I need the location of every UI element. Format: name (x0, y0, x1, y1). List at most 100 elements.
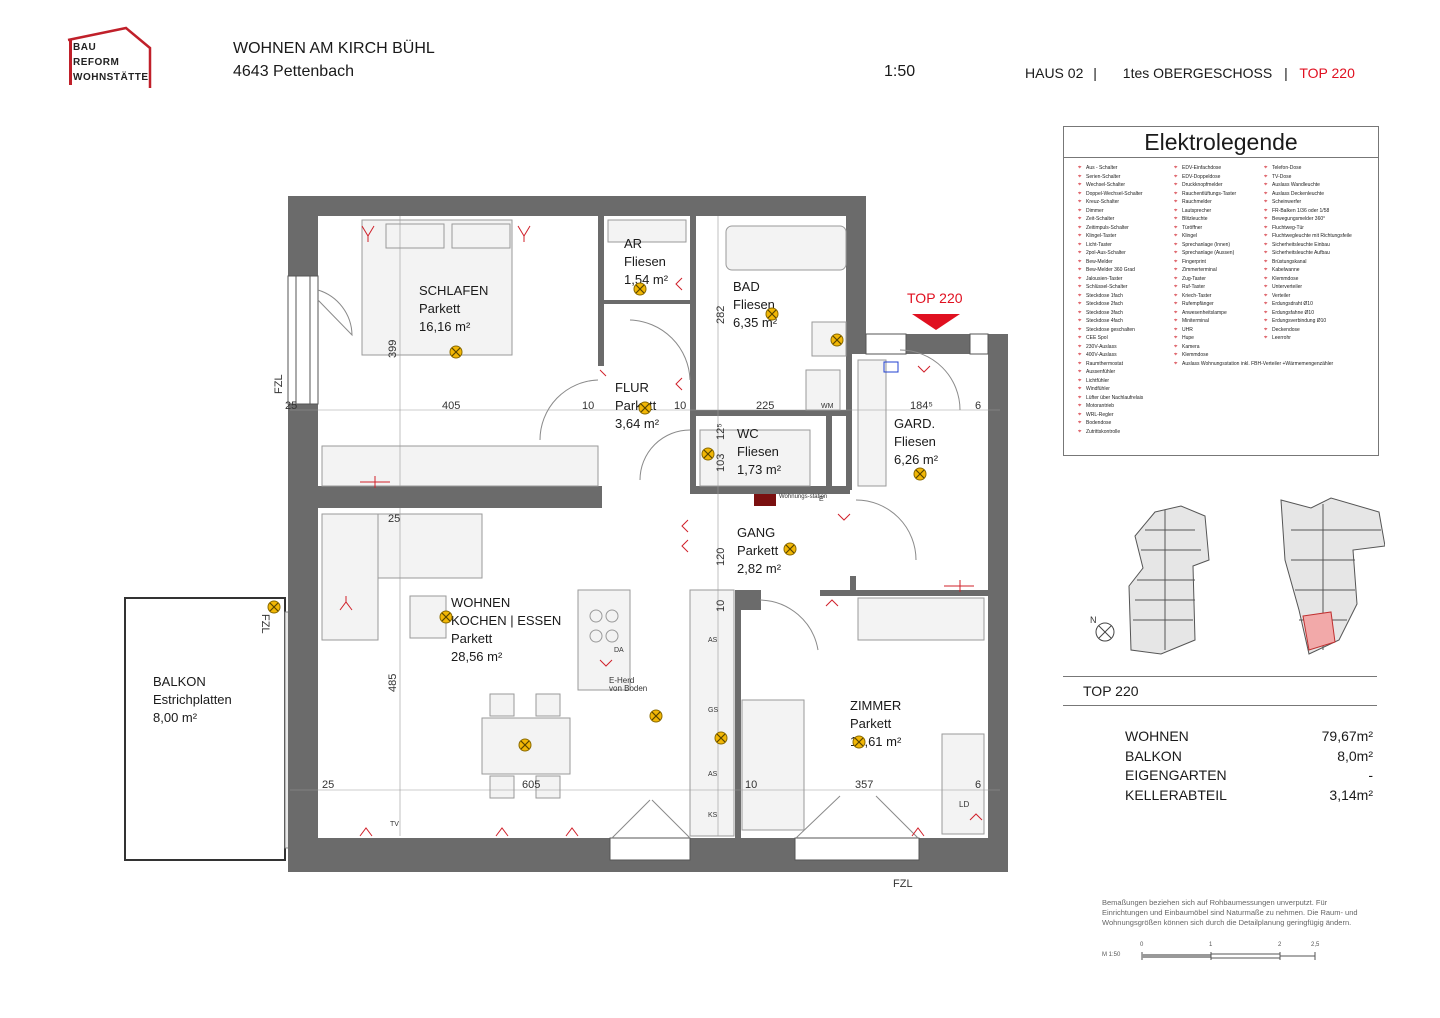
legend-symbol-icon: ⌖ (1078, 335, 1082, 341)
legend-item-label: CEE Spol (1086, 335, 1108, 341)
scale-bar-graphic (1141, 952, 1316, 960)
legend-item-label: Erdungsfahne Ø10 (1272, 309, 1314, 316)
legend-item-label: Kriech-Taster (1182, 292, 1212, 299)
legend-item-label: EDV-Einfachdose (1182, 165, 1222, 171)
legend-item-label: Sprechanlage (Innen) (1182, 241, 1231, 248)
legend-item-label: Aussenfühler (1086, 369, 1116, 375)
room-name: BAD (733, 279, 760, 294)
legend-item: ⌖Klemmdose (1264, 276, 1298, 282)
e-herd-label: E-Herd (609, 676, 634, 685)
legend-item-label: Deckendose (1272, 326, 1300, 333)
legend-symbol-icon: ⌖ (1264, 224, 1268, 231)
building-keyplan-2 (1280, 497, 1385, 655)
legend-symbol-icon: ⌖ (1078, 267, 1082, 273)
legend-item-label: Sicherheitsleuchte Aufbau (1272, 250, 1330, 256)
legend-symbol-icon: ⌖ (1264, 267, 1268, 273)
legend-item-label: Ruf-Taster (1182, 284, 1206, 290)
room-name: BALKON (153, 674, 206, 689)
legend-item: ⌖Licht-Taster (1078, 242, 1112, 248)
legend-symbol-icon: ⌖ (1174, 224, 1178, 231)
legend-item-label: Kabelwanne (1272, 267, 1300, 273)
legend-item: ⌖Erdungsfahne Ø10 (1264, 310, 1314, 316)
legend-symbol-icon: ⌖ (1174, 326, 1178, 333)
legend-item-label: Wechsel-Schalter (1086, 182, 1126, 188)
legend-item-label: Licht-Taster (1086, 241, 1112, 248)
legend-item-label: Bodendose (1086, 420, 1112, 426)
summary-title: TOP 220 (1083, 683, 1139, 699)
legend-symbol-icon: ⌖ (1264, 326, 1268, 333)
legend-item-label: Steckdose 3fach (1086, 309, 1123, 316)
logo-line-1: BAU (69, 40, 149, 55)
legend-symbol-icon: ⌖ (1264, 190, 1268, 197)
legend-symbol-icon: ⌖ (1078, 182, 1082, 188)
legend-symbol-icon: ⌖ (1174, 284, 1178, 290)
legend-symbol-icon: ⌖ (1078, 360, 1082, 367)
legend-item-label: Druckknopfmelder (1182, 182, 1223, 188)
summary-value: 79,67m² (1321, 728, 1373, 744)
legend-symbol-icon: ⌖ (1078, 377, 1082, 384)
ceiling-lights (267, 282, 927, 752)
legend-item: ⌖Auslass Deckenleuchte (1264, 191, 1324, 197)
wohnungsstation-icon (754, 494, 776, 506)
legend-item: ⌖Verteiler (1264, 293, 1290, 299)
legend-item-label: Aus - Schalter (1086, 165, 1118, 171)
legend-symbol-icon: ⌖ (1174, 335, 1178, 341)
summary-value: - (1368, 767, 1373, 783)
legend-item: ⌖Windfühler (1078, 386, 1110, 392)
legend-item-label: Serien-Schalter (1086, 173, 1121, 180)
scale-tick: 2 (1278, 942, 1282, 948)
legend-symbol-icon: ⌖ (1264, 292, 1268, 299)
legend-item-label: Unterverteiler (1272, 284, 1303, 290)
legend-symbol-icon: ⌖ (1078, 318, 1082, 324)
legend-symbol-icon: ⌖ (1078, 309, 1082, 316)
legend-symbol-icon: ⌖ (1078, 394, 1082, 401)
dim-label: 282 (715, 306, 727, 324)
legend-item: ⌖FR-Balken 1/36 oder 1/58 (1264, 208, 1329, 214)
room-floor: Parkett (451, 631, 493, 646)
legend-symbol-icon: ⌖ (1078, 275, 1082, 282)
room-area: 8,00 m² (153, 710, 198, 725)
legend-symbol-icon: ⌖ (1174, 301, 1178, 307)
scale-tick: 1 (1209, 942, 1213, 948)
legend-item: ⌖Schlüssel-Schalter (1078, 284, 1127, 290)
legend-symbol-icon: ⌖ (1264, 173, 1268, 180)
wohnungsstation-label: Wohnungs-station (779, 494, 827, 500)
scale-tick: 0 (1140, 942, 1144, 948)
legend-item-label: Erdungsverbindung Ø10 (1272, 318, 1327, 324)
electrical-symbols (339, 225, 983, 837)
building-keyplan-1 (1128, 505, 1210, 655)
legend-item: ⌖Sicherheitsleuchte Einbau (1264, 242, 1330, 248)
room-floor: Fliesen (624, 254, 666, 269)
legend-item-label: Telefon-Dose (1272, 165, 1302, 171)
room-name: AR (624, 236, 642, 251)
legend-symbol-icon: ⌖ (1078, 224, 1082, 231)
legend-item-label: Steckdose 1fach (1086, 292, 1123, 299)
room-name: FLUR (615, 380, 649, 395)
north-label: N (1090, 615, 1097, 625)
legend-item-label: Dimmer (1086, 207, 1104, 214)
legend-item: ⌖Steckdose 2fach (1078, 301, 1123, 307)
legend-item-label: Klingel (1182, 233, 1198, 239)
scale-tick: 2,5 (1311, 942, 1320, 948)
legend-item: ⌖Lüfter über Nachlaufrelais (1078, 395, 1143, 401)
dim-label: 103 (715, 454, 727, 472)
legend-item: ⌖Telefon-Dose (1264, 165, 1301, 171)
legend-symbol-icon: ⌖ (1078, 199, 1082, 205)
legend-symbol-icon: ⌖ (1174, 250, 1178, 256)
legend-symbol-icon: ⌖ (1078, 352, 1082, 358)
dim-label: 25 (388, 513, 400, 525)
ceiling-light-icon (765, 307, 779, 321)
windows (287, 275, 989, 861)
dim-label: 10 (745, 779, 757, 791)
dim-label: 25 (285, 400, 297, 412)
logo-line-3: WOHNSTÄTTE (69, 70, 149, 85)
summary-label: BALKON (1125, 747, 1182, 764)
legend-item-label: Windfühler (1086, 386, 1110, 392)
ks-label: KS (708, 812, 718, 819)
legend-item: ⌖Raumthermostat (1078, 361, 1123, 367)
legend-item-label: 2pol-Aus-Schalter (1086, 250, 1126, 256)
house-label: HAUS 02 (1025, 65, 1084, 81)
dim-label: 184⁵ (910, 400, 933, 412)
legend-symbol-icon: ⌖ (1174, 343, 1178, 350)
dimension-labels: 405 10 10 225 184⁵ 6 25 399 282 12⁵ 103 … (285, 306, 981, 791)
